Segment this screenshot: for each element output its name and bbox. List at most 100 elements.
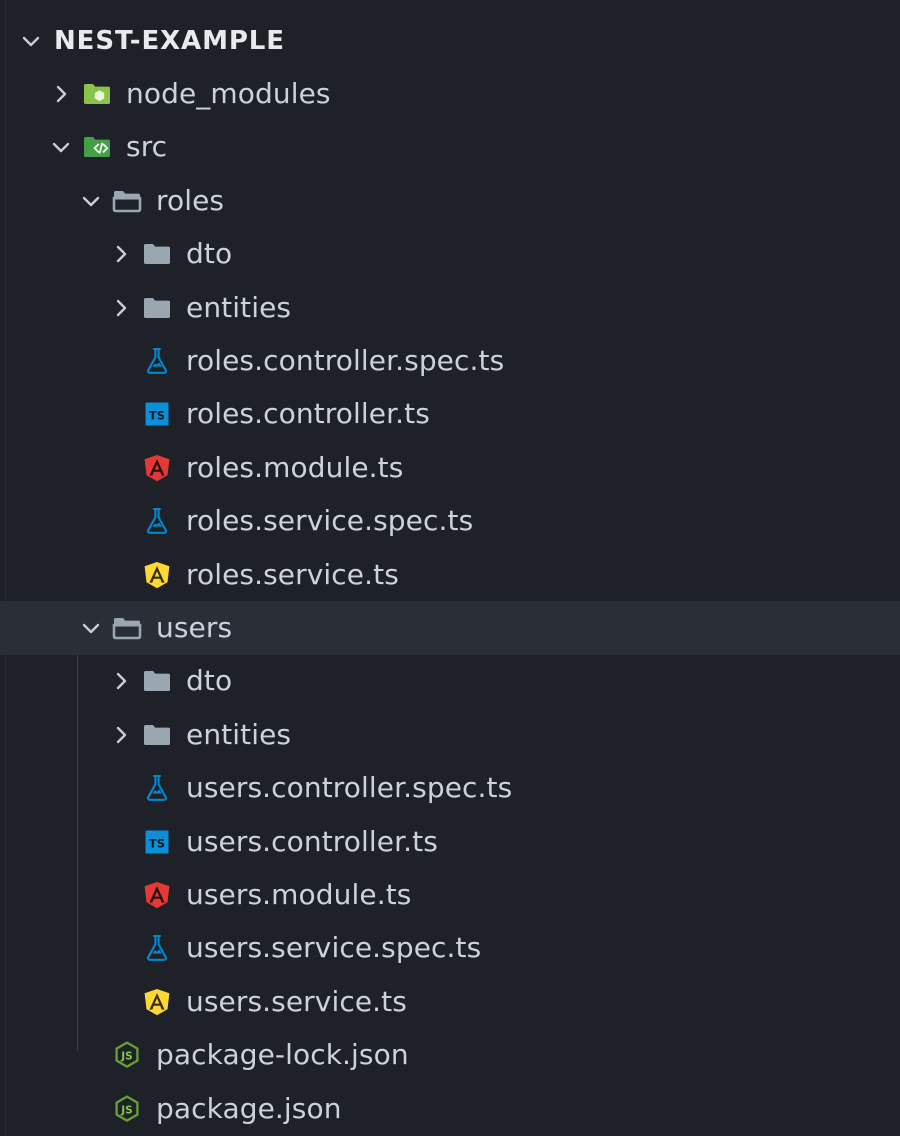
twisty-placeholder (104, 521, 138, 522)
angular-yellow-icon (138, 556, 176, 594)
tree-row-file-roles-controller-spec-ts[interactable]: roles.controller.spec.ts (0, 334, 900, 387)
file-name-label: roles.controller.spec.ts (186, 344, 505, 378)
row-indent (0, 467, 104, 468)
file-name-label: users.service.spec.ts (186, 931, 482, 965)
twisty-placeholder (104, 1001, 138, 1002)
file-name-label: roles.controller.ts (186, 397, 430, 431)
tree-row-folder-node-modules[interactable]: node_modules (0, 67, 900, 120)
row-indent (0, 734, 104, 735)
chevron-right-icon[interactable] (104, 718, 138, 752)
svg-text:TS: TS (149, 836, 165, 850)
row-indent (0, 841, 104, 842)
folder-open-icon (108, 609, 146, 647)
row-indent (0, 681, 104, 682)
folder-name-label: dto (186, 664, 233, 698)
row-indent (0, 1055, 74, 1056)
folder-name-label: node_modules (126, 77, 331, 111)
row-indent (0, 894, 104, 895)
row-indent (0, 361, 104, 362)
twisty-placeholder (74, 1055, 108, 1056)
row-indent (0, 307, 104, 308)
file-name-label: users.service.ts (186, 984, 407, 1018)
chevron-right-icon[interactable] (104, 291, 138, 325)
file-name-label: users.module.ts (186, 877, 412, 911)
file-name-label: users.controller.ts (186, 824, 438, 858)
folder-open-icon (108, 182, 146, 220)
folder-node-modules-icon (78, 75, 116, 113)
chevron-down-icon[interactable] (74, 611, 108, 645)
angular-yellow-icon (138, 983, 176, 1021)
tree-row-folder-roles[interactable]: roles (0, 174, 900, 227)
folder-name-label: dto (186, 237, 233, 271)
row-indent (0, 1108, 74, 1109)
test-flask-icon (138, 502, 176, 540)
folder-closed-icon (138, 662, 176, 700)
svg-text:JS: JS (120, 1051, 132, 1063)
svg-text:JS: JS (120, 1104, 132, 1116)
test-flask-icon (138, 929, 176, 967)
tree-row-file-users-module-ts[interactable]: users.module.ts (0, 868, 900, 921)
twisty-placeholder (104, 361, 138, 362)
folder-name-label: src (126, 130, 168, 164)
row-indent (0, 574, 104, 575)
file-name-label: users.controller.spec.ts (186, 771, 513, 805)
twisty-placeholder (104, 467, 138, 468)
file-name-label: roles.service.ts (186, 557, 399, 591)
tree-row-folder-dto[interactable]: dto (0, 655, 900, 708)
twisty-placeholder (104, 574, 138, 575)
chevron-right-icon[interactable] (104, 664, 138, 698)
tree-row-file-roles-module-ts[interactable]: roles.module.ts (0, 441, 900, 494)
tree-row-file-roles-service-ts[interactable]: roles.service.ts (0, 548, 900, 601)
typescript-icon: TS (138, 823, 176, 861)
folder-name-label: users (156, 610, 233, 644)
chevron-down-icon[interactable] (14, 24, 48, 58)
chevron-right-icon[interactable] (44, 77, 78, 111)
row-indent (0, 414, 104, 415)
twisty-placeholder (104, 841, 138, 842)
tree-row-file-package-json[interactable]: JS package.json (0, 1082, 900, 1135)
tree-row-file-users-service-ts[interactable]: users.service.ts (0, 975, 900, 1028)
indent-guide-users (77, 651, 78, 1051)
explorer-left-edge (5, 0, 6, 1136)
tree-row-file-roles-service-spec-ts[interactable]: roles.service.spec.ts (0, 495, 900, 548)
folder-name-label: entities (186, 717, 292, 751)
row-indent (0, 1001, 104, 1002)
file-name-label: package.json (156, 1091, 342, 1125)
twisty-placeholder (104, 948, 138, 949)
row-indent (0, 521, 104, 522)
tree-row-folder-users[interactable]: users (0, 601, 900, 655)
row-indent (0, 147, 44, 148)
chevron-down-icon[interactable] (74, 184, 108, 218)
folder-name-label: entities (186, 290, 292, 324)
tree-row-file-users-service-spec-ts[interactable]: users.service.spec.ts (0, 922, 900, 975)
test-flask-icon (138, 769, 176, 807)
folder-closed-icon (138, 235, 176, 273)
row-indent (0, 94, 44, 95)
tree-row-folder-dto[interactable]: dto (0, 228, 900, 281)
nodejs-json-icon: JS (108, 1090, 146, 1128)
tree-row-folder-entities[interactable]: entities (0, 708, 900, 761)
row-indent (0, 627, 74, 628)
tree-row-folder-src[interactable]: src (0, 121, 900, 174)
root-folder-label: NEST-EXAMPLE (54, 25, 285, 56)
tree-row-file-users-controller-ts[interactable]: TS users.controller.ts (0, 815, 900, 868)
angular-red-icon (138, 449, 176, 487)
folder-closed-icon (138, 716, 176, 754)
tree-row-folder-entities[interactable]: entities (0, 281, 900, 334)
tree-row-file-roles-controller-ts[interactable]: TS roles.controller.ts (0, 388, 900, 441)
row-indent (0, 788, 104, 789)
file-name-label: roles.module.ts (186, 450, 404, 484)
test-flask-icon (138, 342, 176, 380)
folder-name-label: roles (156, 183, 225, 217)
tree-row-file-users-controller-spec-ts[interactable]: users.controller.spec.ts (0, 761, 900, 814)
folder-src-icon (78, 128, 116, 166)
chevron-right-icon[interactable] (104, 237, 138, 271)
svg-text:TS: TS (149, 409, 165, 423)
chevron-down-icon[interactable] (44, 130, 78, 164)
twisty-placeholder (104, 414, 138, 415)
tree-row-root[interactable]: NEST-EXAMPLE (0, 14, 900, 67)
file-name-label: roles.service.spec.ts (186, 504, 474, 538)
row-indent (0, 948, 104, 949)
typescript-icon: TS (138, 395, 176, 433)
